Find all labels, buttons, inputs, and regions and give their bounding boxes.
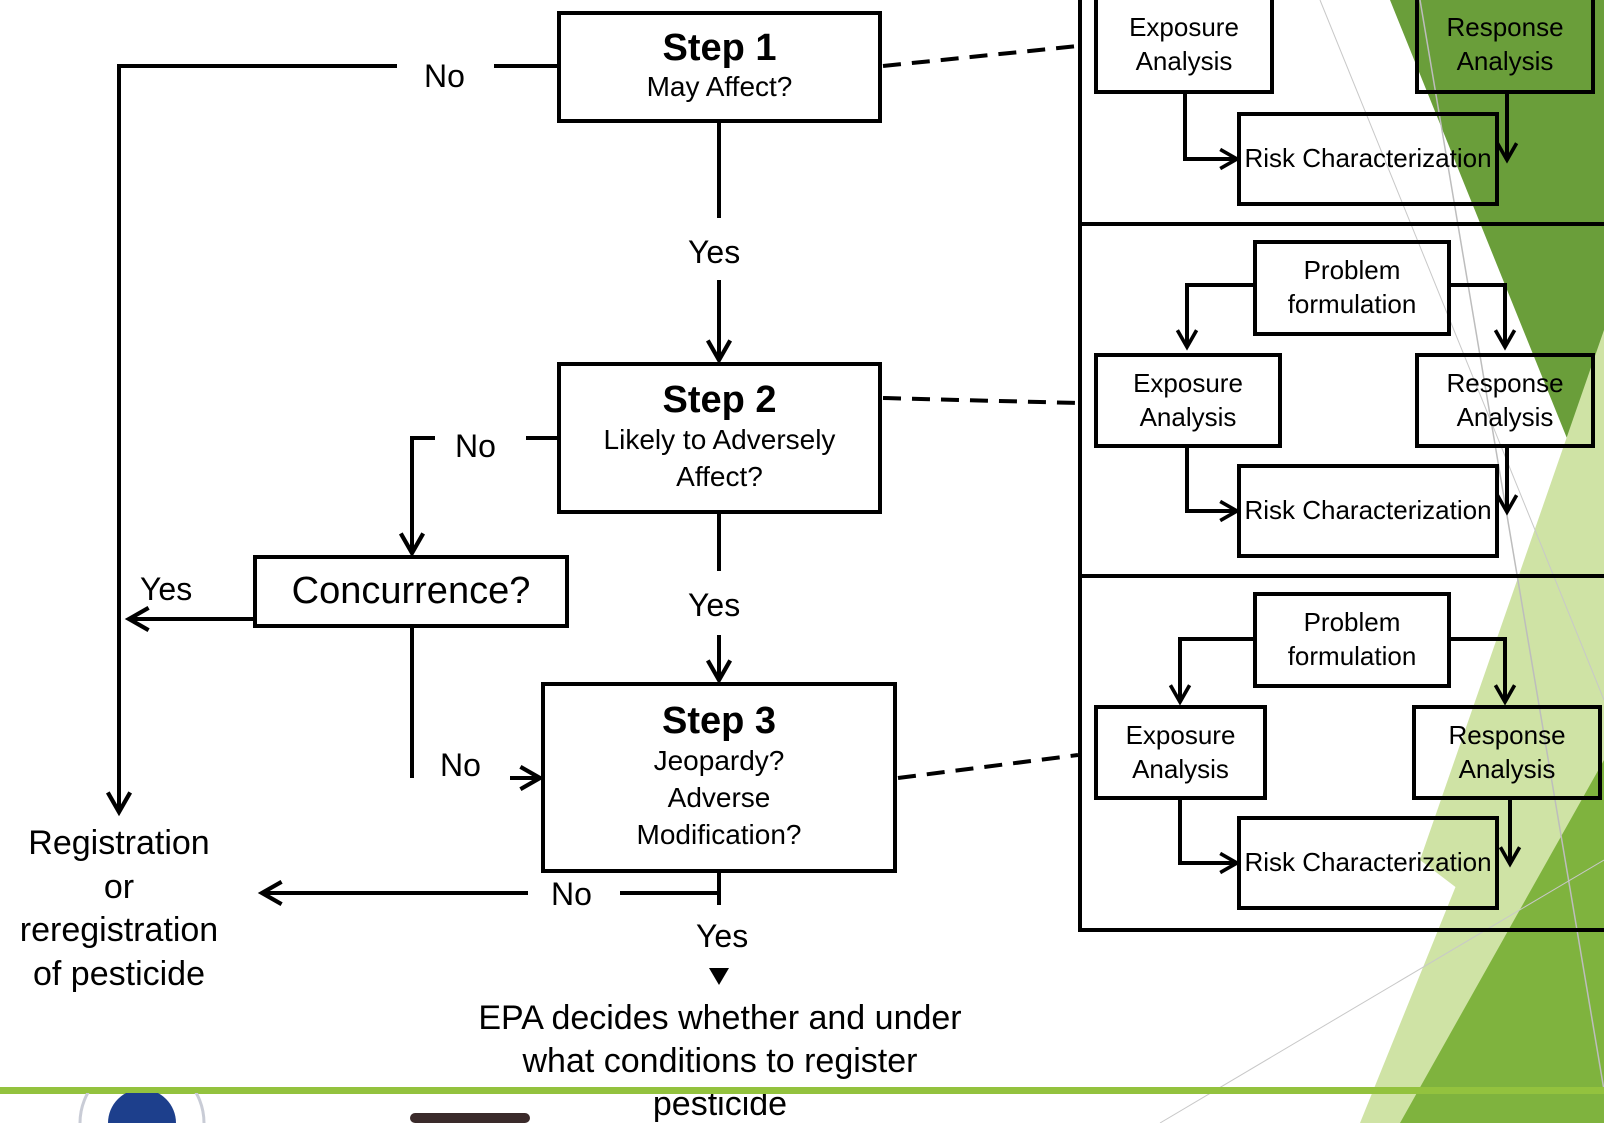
panel2-response-label: Response Analysis (1446, 367, 1564, 432)
connector-step1-no-left (105, 64, 397, 817)
footer-rule (0, 1087, 1604, 1094)
panel3-exposure-label: Exposure Analysis (1125, 719, 1236, 784)
panel2-problem-to-exposure (1175, 283, 1253, 351)
panel1-response-box: Response Analysis (1415, 0, 1595, 94)
registration-line: Registration (28, 824, 210, 862)
step3-question-line: Modification? (636, 818, 802, 850)
step2-title: Step 2 (662, 379, 777, 422)
registration-line: reregistration (19, 911, 219, 950)
step1-question: May Affect? (646, 71, 793, 103)
epa-decision-line: EPA decides whether and under (478, 999, 962, 1037)
panel1-exposure-to-risk (1183, 93, 1241, 171)
connector-step2-no-down (398, 436, 435, 558)
step3-box: Step 3 Jeopardy? Adverse Modification? (541, 682, 897, 873)
panel2-exposure-label: Exposure Analysis (1133, 367, 1243, 432)
concurrence-box: Concurrence? (253, 555, 569, 628)
panel3-problem-to-exposure (1168, 637, 1253, 706)
panel2-problem-box: Problem formulation (1253, 240, 1451, 336)
panel1-risk-box: Risk Characterization (1237, 112, 1499, 206)
registration-outcome: Registration or reregistration of pestic… (0, 822, 238, 996)
step1-box: Step 1 May Affect? (557, 11, 882, 123)
epa-decision-line: what conditions to register (522, 1042, 918, 1081)
green-triangle-lower (1400, 760, 1604, 1123)
deco-line (1419, 0, 1604, 1091)
panel3-problem-to-response (1451, 637, 1517, 706)
step1-title: Step 1 (662, 26, 777, 69)
label-step1-yes: Yes (688, 234, 741, 270)
panel3-exposure-to-risk (1178, 799, 1241, 875)
panel1-response-label: Response Analysis (1446, 12, 1564, 76)
step2-box: Step 2 Likely to Adversely Affect? (557, 362, 882, 514)
label-step1-no: No (424, 58, 465, 94)
epa-decision-outcome: EPA decides whether and under what condi… (420, 997, 1020, 1127)
partner-logo (410, 1113, 530, 1123)
agency-seal-logo (78, 1093, 206, 1123)
step2-question: Likely to Adversely Affect? (603, 423, 836, 492)
panel3-risk-label: Risk Characterization (1244, 847, 1492, 878)
panel3-risk-box: Risk Characterization (1237, 816, 1499, 910)
label-step2-yes: Yes (688, 587, 741, 623)
dashed-link-step1 (882, 44, 1079, 68)
panel3-problem-label: Problem formulation (1287, 607, 1417, 671)
dashed-link-step2 (882, 396, 1079, 405)
dashed-link-step3 (897, 753, 1079, 780)
panel2-response-box: Response Analysis (1415, 353, 1595, 448)
panel2-risk-label: Risk Characterization (1244, 495, 1492, 526)
step3-question-line: Jeopardy? (653, 744, 785, 776)
step3-title: Step 3 (661, 700, 777, 743)
risk-panel-3 (1078, 574, 1604, 932)
panel2-exposure-to-risk (1185, 447, 1241, 523)
panel2-problem-label: Problem formulation (1287, 255, 1417, 319)
connector-step3-no (620, 873, 721, 895)
label-concurrence-yes: Yes (140, 571, 193, 607)
label-concurrence-no: No (440, 747, 481, 783)
registration-line: or (103, 867, 135, 906)
registration-line: of pesticide (33, 954, 205, 993)
label-step3-yes: Yes (696, 918, 749, 954)
panel3-response-label: Response Analysis (1448, 719, 1566, 784)
panel1-exposure-box: Exposure Analysis (1094, 0, 1274, 94)
green-triangle-upper (1390, 0, 1604, 530)
connector-step3-yes-arrowhead (709, 968, 729, 985)
deco-line (1319, 0, 1604, 701)
panel3-problem-box: Problem formulation (1253, 592, 1451, 688)
label-step3-no: No (551, 876, 592, 912)
panel2-problem-to-response (1451, 283, 1517, 351)
panel3-response-box: Response Analysis (1412, 705, 1602, 800)
panel2-risk-box: Risk Characterization (1237, 464, 1499, 558)
panel2-exposure-box: Exposure Analysis (1094, 353, 1282, 448)
label-step2-no: No (455, 428, 496, 464)
deco-line (1159, 859, 1604, 1123)
concurrence-label: Concurrence? (291, 569, 531, 612)
step3-question-line: Adverse (667, 781, 771, 813)
panel3-exposure-box: Exposure Analysis (1094, 705, 1267, 800)
panel1-exposure-label: Exposure Analysis (1129, 12, 1239, 76)
panel1-risk-label: Risk Characterization (1244, 143, 1492, 174)
